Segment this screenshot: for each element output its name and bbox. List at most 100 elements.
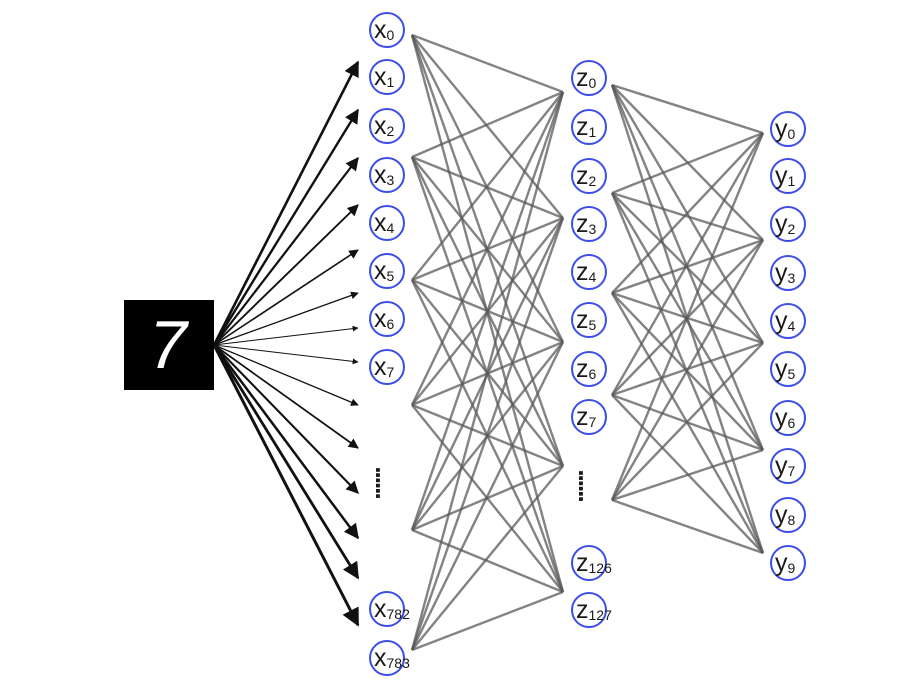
input-arrow — [212, 344, 360, 580]
input-node: x6 — [369, 301, 405, 337]
hidden-node-circle — [571, 206, 607, 242]
input-node-index: 3 — [387, 172, 395, 188]
input-arrow — [213, 249, 359, 346]
network-nodes: x0x1x2x3x4x5x6x7x782x783z0z1z2z3z4z5z6z7… — [369, 12, 806, 676]
input-arrow — [212, 60, 360, 346]
digit-glyph: 7 — [149, 307, 189, 383]
output-node-index: 2 — [788, 221, 796, 237]
output-node-circle — [770, 545, 806, 581]
hidden-node-circle — [571, 158, 607, 194]
input-node-index: 2 — [387, 123, 395, 139]
input-node-circle — [369, 157, 405, 193]
output-node-index: 1 — [788, 173, 796, 189]
edge-hidden-output — [610, 239, 765, 501]
edge-input-hidden — [411, 590, 564, 652]
input-node-index: 1 — [387, 74, 395, 90]
hidden-node-index: 126 — [589, 560, 613, 576]
output-node: y2 — [770, 206, 806, 242]
output-node-index: 7 — [788, 463, 796, 479]
hidden-node: z127 — [571, 592, 612, 628]
hidden-node-circle — [571, 302, 607, 338]
input-node: x7 — [369, 349, 405, 385]
input-node: x1 — [369, 59, 405, 95]
digit-image-background — [124, 300, 214, 390]
input-node-index: 0 — [387, 27, 395, 43]
output-node: y3 — [770, 255, 806, 291]
edge-input-hidden — [410, 91, 565, 406]
input-node-circle — [369, 108, 405, 144]
input-node: x3 — [369, 157, 405, 193]
input-arrow — [213, 344, 359, 406]
input-arrow — [213, 325, 359, 346]
edge-hidden-output — [610, 192, 765, 451]
input-node-circle — [369, 205, 405, 241]
hidden-node: z126 — [571, 545, 613, 581]
input-node-circle — [369, 253, 405, 289]
input-node-index: 6 — [387, 316, 395, 332]
input-node: x782 — [369, 591, 411, 627]
input-node: x2 — [369, 108, 405, 144]
edge-hidden-output — [610, 132, 765, 396]
hidden-node-circle — [571, 351, 607, 387]
hidden-node: z3 — [571, 206, 607, 242]
edge-input-hidden — [411, 91, 564, 281]
hidden-node: z6 — [571, 351, 607, 387]
edge-hidden-output — [611, 131, 764, 195]
input-node-label: x783 — [374, 644, 410, 672]
output-node: y6 — [770, 400, 806, 436]
edge-input-hidden — [410, 217, 565, 651]
input-node-circle — [369, 301, 405, 337]
output-node-circle — [770, 351, 806, 387]
hidden-node: z0 — [571, 60, 607, 96]
hidden-node-circle — [571, 109, 607, 145]
hidden-node: z2 — [571, 158, 607, 194]
input-node: x0 — [369, 12, 405, 48]
output-node-circle — [770, 255, 806, 291]
input-arrows — [212, 60, 360, 627]
input-arrow — [213, 204, 359, 346]
output-node-index: 6 — [788, 415, 796, 431]
hidden-node-index: 2 — [589, 173, 597, 189]
input-node-circle — [369, 640, 405, 676]
output-node-circle — [770, 303, 806, 339]
edge-input-hidden — [410, 91, 565, 531]
edge-input-hidden — [411, 465, 564, 651]
hidden-node-circle — [571, 545, 607, 581]
hidden-node-index: 6 — [589, 366, 597, 382]
input-node-index: 5 — [387, 268, 395, 284]
input-arrow — [212, 344, 360, 627]
hidden-node: z1 — [571, 109, 607, 145]
input-ellipsis: ...... — [370, 466, 400, 498]
edge-input-hidden — [411, 528, 564, 594]
input-arrow — [213, 291, 359, 346]
input-arrow — [213, 344, 359, 449]
hidden-node-circle — [571, 592, 607, 628]
output-node-circle — [770, 158, 806, 194]
input-arrow — [212, 108, 360, 346]
edge-hidden-output — [611, 132, 764, 294]
input-digit-image: 7 — [124, 300, 214, 390]
input-node-index: 4 — [387, 220, 395, 236]
hidden-node-index: 4 — [589, 269, 597, 285]
hidden-node-index: 0 — [589, 75, 597, 91]
input-arrow — [213, 156, 359, 346]
output-node-index: 4 — [788, 318, 796, 334]
input-arrow — [213, 344, 359, 365]
input-node-circle — [369, 349, 405, 385]
edge-input-hidden — [410, 91, 565, 651]
hidden-node: z7 — [571, 399, 607, 435]
hidden-node-circle — [571, 254, 607, 290]
hidden-node-index: 7 — [589, 414, 597, 430]
output-node: y5 — [770, 351, 806, 387]
output-node: y4 — [770, 303, 806, 339]
output-node: y0 — [770, 111, 806, 147]
hidden-node-circle — [571, 60, 607, 96]
hidden-node: z4 — [571, 254, 607, 290]
output-node-circle — [770, 206, 806, 242]
output-node: y8 — [770, 497, 806, 533]
edge-hidden-output — [611, 448, 764, 502]
edge-hidden-output — [611, 342, 764, 501]
output-node-circle — [770, 448, 806, 484]
input-node-index: 782 — [387, 606, 411, 622]
edge-hidden-output — [611, 498, 764, 555]
